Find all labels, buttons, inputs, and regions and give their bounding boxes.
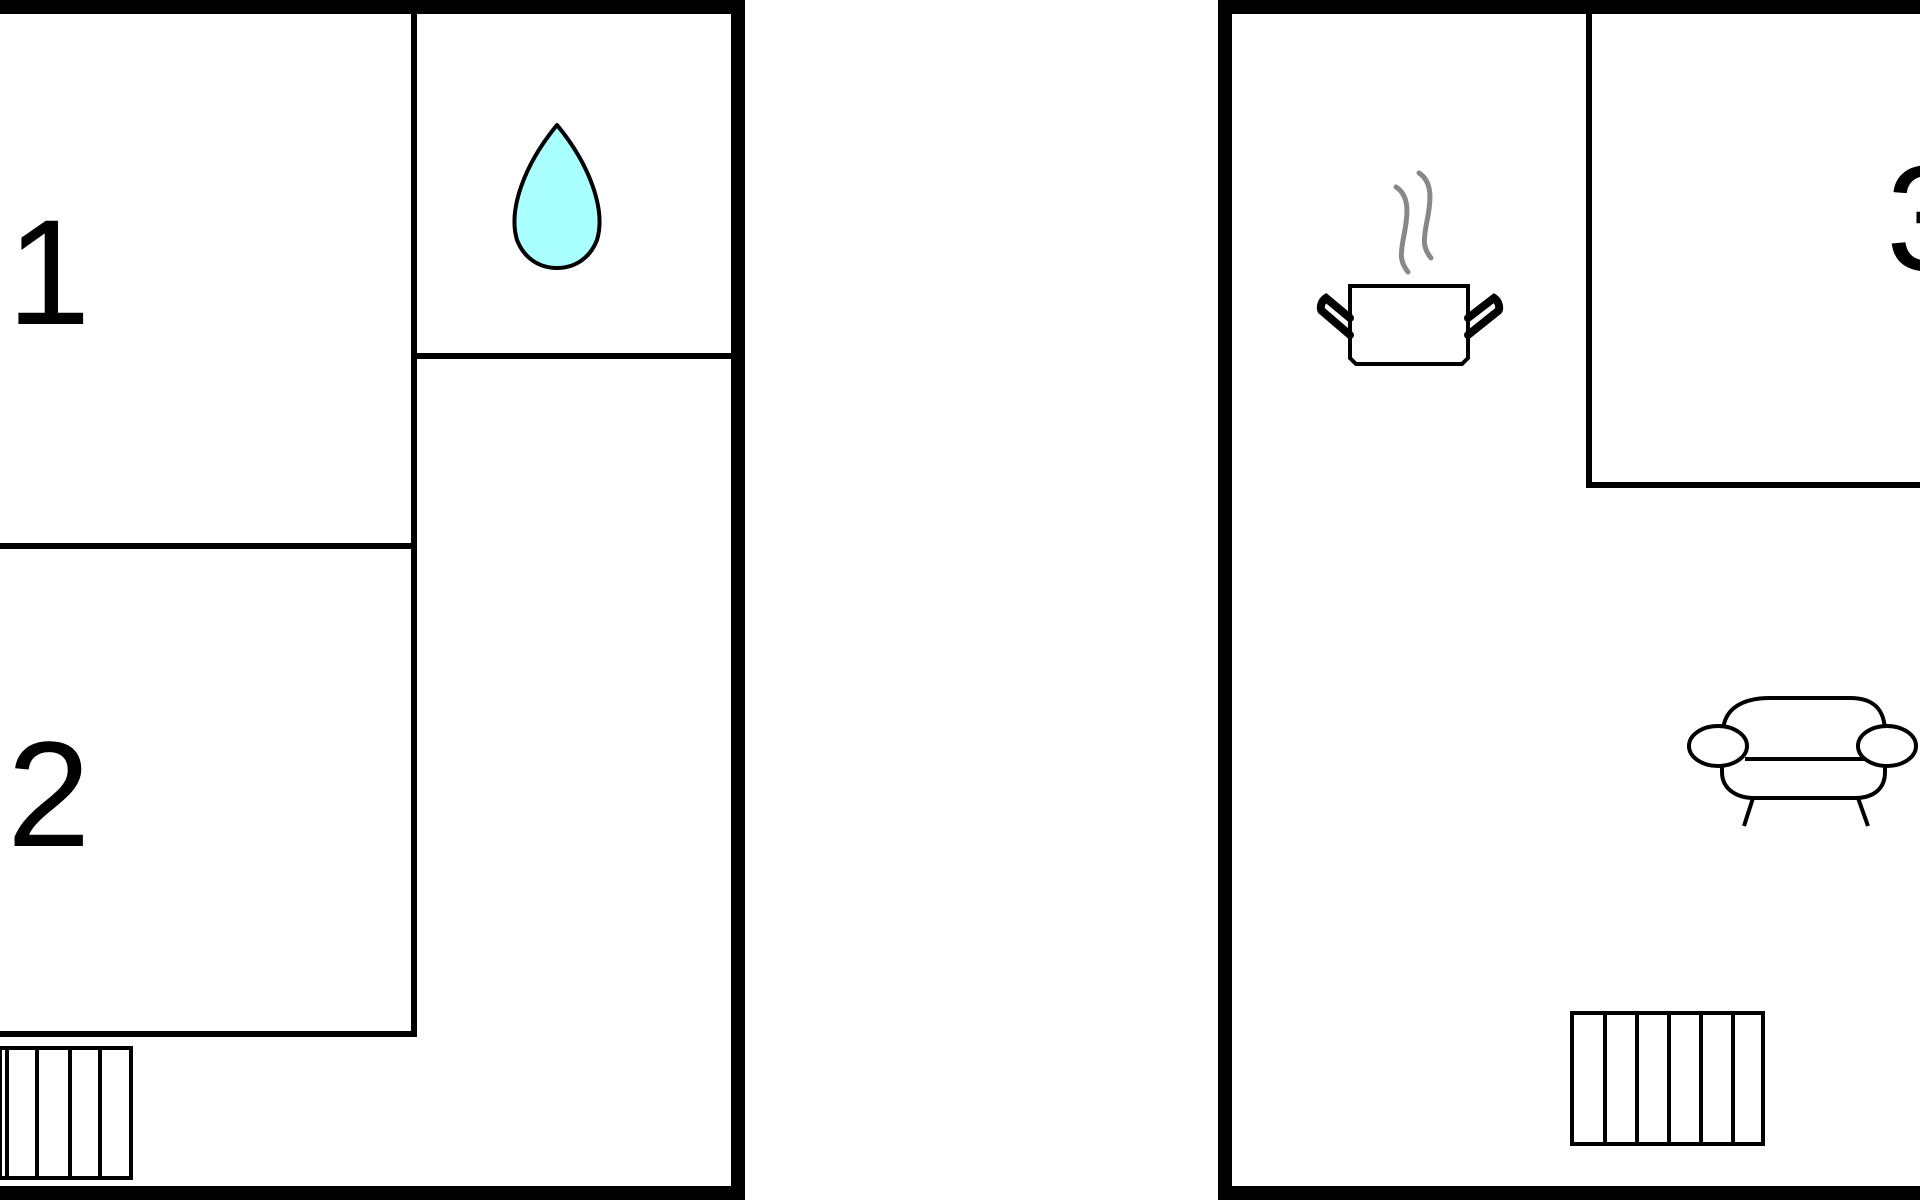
pot-body	[1348, 284, 1470, 366]
water-drop-icon	[512, 123, 602, 270]
right-building: 3	[1218, 0, 1920, 1200]
pot-handle-left	[1316, 293, 1354, 339]
cooking-pot-icon	[1316, 170, 1504, 366]
steam-left	[1393, 184, 1411, 275]
room-3-label: 3	[1886, 134, 1920, 302]
sofa-icon	[1687, 696, 1918, 827]
left-building: 1 2	[0, 0, 745, 1200]
pot-handle-right	[1464, 293, 1504, 339]
right-building-outer-wall	[1218, 0, 1920, 1200]
steam-right	[1416, 170, 1434, 261]
room-1-label: 1	[7, 188, 90, 356]
radiator-icon	[0, 1046, 133, 1180]
left-building-outer-wall	[0, 0, 745, 1200]
room-2-label: 2	[7, 710, 90, 878]
radiator-icon	[1570, 1011, 1765, 1146]
